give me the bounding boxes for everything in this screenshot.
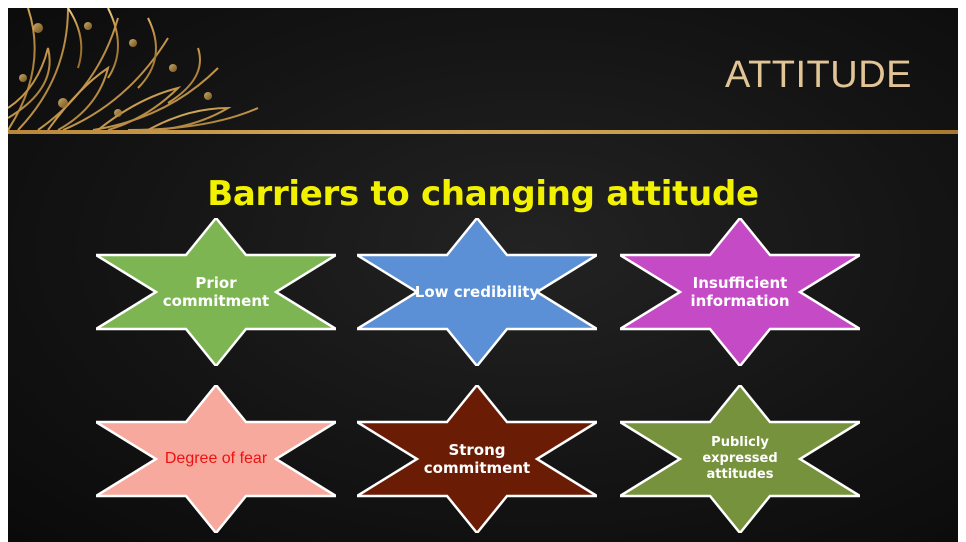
barrier-star: Low credibility xyxy=(357,218,597,366)
star-shape xyxy=(357,385,597,533)
star-label: Strong commitment xyxy=(423,441,531,477)
barrier-star: Degree of fear xyxy=(96,385,336,533)
star-shape xyxy=(96,218,336,366)
star-shape xyxy=(357,218,597,366)
barrier-star: Strong commitment xyxy=(357,385,597,533)
star-label: Insufficient information xyxy=(690,274,790,310)
barrier-star: Publicly expressed attitudes xyxy=(620,385,860,533)
star-label: Degree of fear xyxy=(164,450,268,467)
slide: ATTITUDE Barriers to changing attitude P… xyxy=(8,8,958,542)
star-label: Prior commitment xyxy=(162,274,270,310)
star-label: Low credibility xyxy=(414,283,540,301)
slide-subtitle: Barriers to changing attitude xyxy=(207,174,759,214)
gold-divider xyxy=(8,130,958,134)
star-shape xyxy=(96,385,336,533)
star-shape xyxy=(620,218,860,366)
barrier-star: Prior commitment xyxy=(96,218,336,366)
mandala-ornament xyxy=(8,8,259,130)
star-shape xyxy=(620,385,860,533)
slide-title: ATTITUDE xyxy=(725,54,912,96)
barrier-star: Insufficient information xyxy=(620,218,860,366)
star-label: Publicly expressed attitudes xyxy=(702,435,778,482)
